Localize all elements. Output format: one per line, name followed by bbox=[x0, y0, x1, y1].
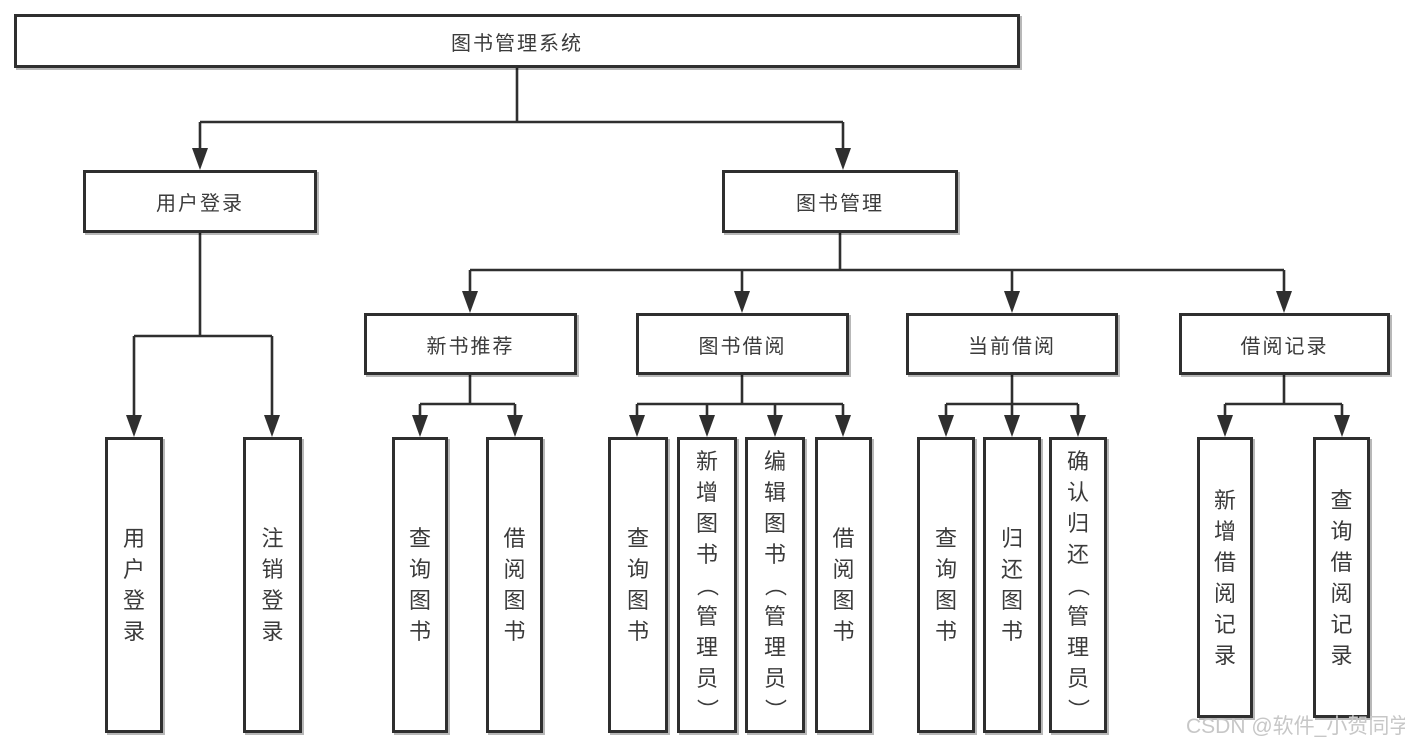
csdn-watermark: CSDN @软件_小贺同学 bbox=[1186, 715, 1405, 738]
leaf-query-borrow-record: 查询借阅记录 bbox=[1313, 437, 1370, 718]
leaf-query-books-current: 查询图书 bbox=[917, 437, 975, 733]
leaf-borrow-books-recommend: 借阅图书 bbox=[486, 437, 543, 733]
node-book-borrowing: 图书借阅 bbox=[636, 313, 849, 375]
node-book-management: 图书管理 bbox=[722, 170, 958, 233]
connector-borrowing-to-leaves bbox=[629, 375, 851, 437]
node-current-borrowing: 当前借阅 bbox=[906, 313, 1118, 375]
connector-root-to-level1 bbox=[192, 68, 851, 170]
node-root-library-system: 图书管理系统 bbox=[14, 14, 1020, 68]
leaf-edit-books-admin: 编辑图书（管理员） bbox=[745, 437, 805, 733]
leaf-logout-login: 注销登录 bbox=[243, 437, 302, 733]
node-borrow-records: 借阅记录 bbox=[1179, 313, 1390, 375]
leaf-borrow-books-borrowing: 借阅图书 bbox=[815, 437, 872, 733]
connector-current-to-leaves bbox=[938, 375, 1086, 437]
leaf-add-books-admin: 新增图书（管理员） bbox=[677, 437, 737, 733]
leaf-user-login: 用户登录 bbox=[105, 437, 163, 733]
connector-userlogin-to-leaves bbox=[126, 233, 280, 437]
connector-records-to-leaves bbox=[1217, 375, 1350, 437]
connector-recommend-to-leaves bbox=[412, 375, 523, 437]
leaf-confirm-return-admin: 确认归还（管理员） bbox=[1049, 437, 1107, 733]
leaf-return-books: 归还图书 bbox=[983, 437, 1041, 733]
leaf-add-borrow-record: 新增借阅记录 bbox=[1197, 437, 1253, 718]
connector-bookmgmt-to-level2 bbox=[462, 233, 1292, 313]
node-new-book-recommend: 新书推荐 bbox=[364, 313, 577, 375]
node-user-login: 用户登录 bbox=[83, 170, 317, 233]
leaf-query-books-borrowing: 查询图书 bbox=[608, 437, 668, 733]
leaf-query-books-recommend: 查询图书 bbox=[392, 437, 448, 733]
